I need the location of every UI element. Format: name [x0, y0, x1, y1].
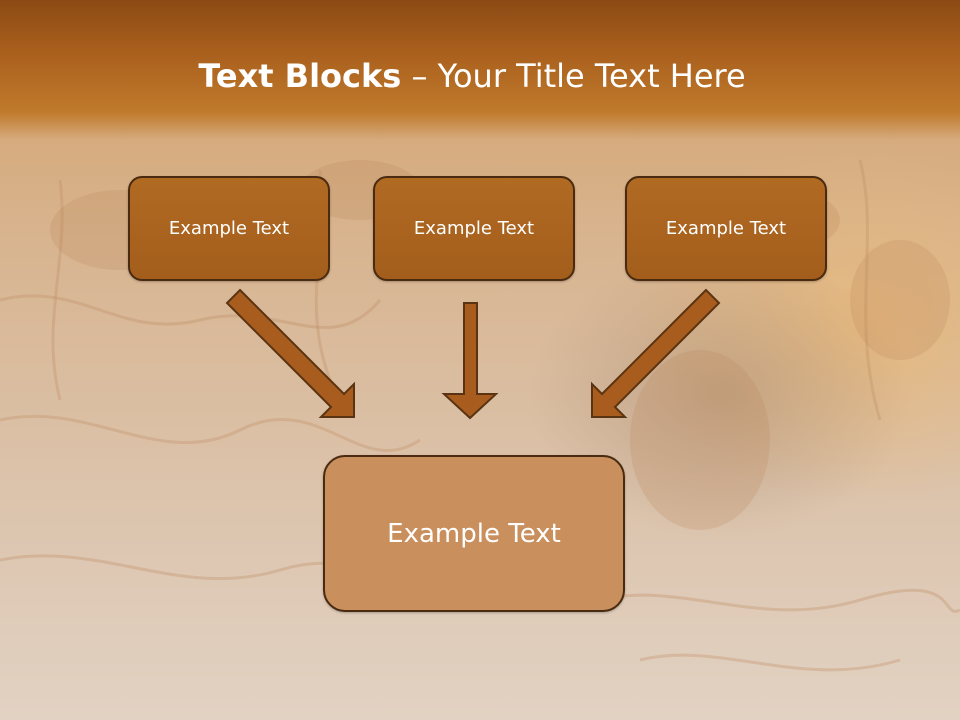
- text-block-right: Example Text: [625, 176, 827, 281]
- text-block-bottom: Example Text: [323, 455, 625, 612]
- arrow-diagonal-left-icon: [591, 288, 721, 418]
- title-dash: –: [401, 57, 438, 95]
- arrow-diagonal-right-icon: [225, 288, 355, 418]
- title-bar: [0, 0, 960, 140]
- title-rest: Your Title Text Here: [437, 57, 746, 95]
- text-block-center: Example Text: [373, 176, 575, 281]
- arrow-down-icon: [441, 302, 499, 420]
- slide-title: Text Blocks – Your Title Text Here: [0, 54, 944, 98]
- text-block-left: Example Text: [128, 176, 330, 281]
- title-bold: Text Blocks: [198, 57, 402, 95]
